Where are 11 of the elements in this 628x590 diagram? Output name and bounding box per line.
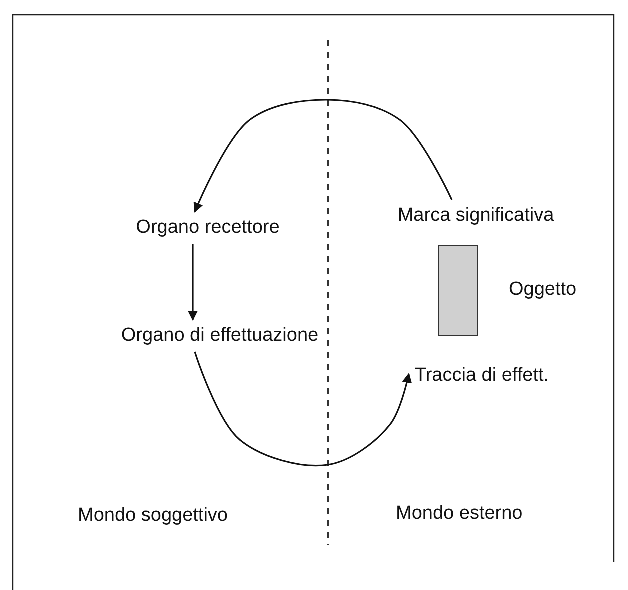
node-label: Organo recettore [136,217,280,239]
node-label: Marca significativa [398,205,554,227]
arrow [188,244,198,321]
region-label: Mondo esterno [396,503,523,525]
arrow [194,352,412,467]
node-label: Organo di effettuazione [121,325,319,347]
object-label: Oggetto [509,278,577,300]
object-rectangle [438,245,478,336]
region-label: Mondo soggettivo [78,505,228,527]
arrow [194,99,453,213]
node-label: Traccia di effett. [414,365,550,387]
